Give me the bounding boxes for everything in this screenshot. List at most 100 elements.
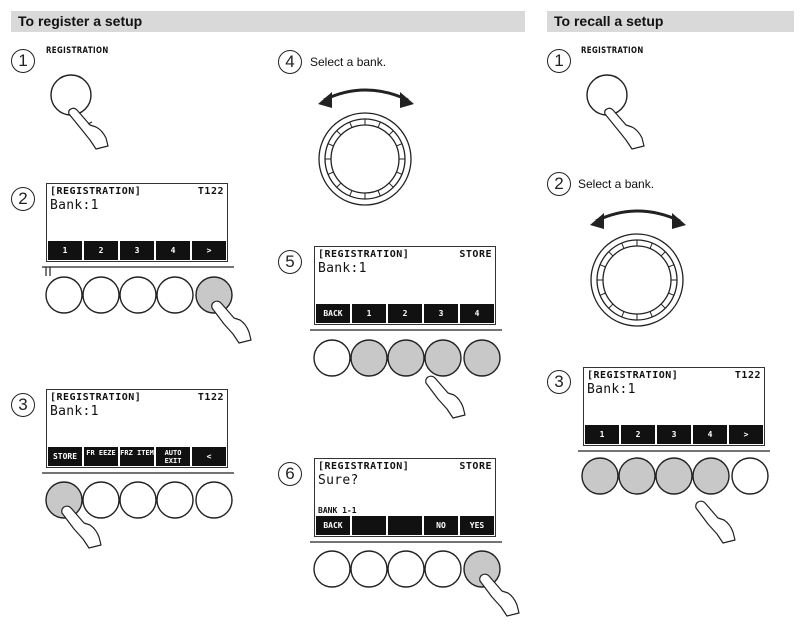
register-step-4-number: 4 — [278, 50, 302, 74]
function-button-1 — [45, 276, 83, 314]
display-title: [REGISTRATION] — [50, 186, 142, 197]
recall-section-title: To recall a setup — [554, 13, 664, 29]
rotate-arrow-icon — [595, 209, 681, 223]
soft-key-1[interactable]: 1 — [585, 425, 619, 444]
soft-key-auto-exit[interactable]: AUTO EXIT — [156, 447, 190, 466]
recall-step-1-number: 1 — [547, 49, 571, 73]
register-step-6-buttons — [310, 541, 520, 617]
recall-registration-button[interactable] — [580, 70, 660, 150]
recall-step-3-buttons — [578, 450, 770, 544]
dial-tick — [621, 242, 625, 249]
dial-tick — [649, 242, 653, 249]
function-button-2 — [350, 550, 388, 588]
display-bank: Bank:1 — [50, 404, 99, 419]
function-button-3-pressed — [655, 457, 693, 495]
function-button-5-pressed — [463, 339, 501, 377]
soft-key-3[interactable]: 3 — [657, 425, 691, 444]
soft-key-no[interactable]: NO — [424, 516, 458, 535]
soft-key-store[interactable]: STORE — [48, 447, 82, 466]
dial-tick — [327, 171, 334, 175]
display-tempo: T122 — [197, 186, 224, 197]
soft-key-5[interactable]: > — [729, 425, 763, 444]
function-button-1-pressed — [45, 481, 83, 519]
finger-icon — [61, 505, 102, 549]
rotate-arrow-left-head — [318, 92, 332, 108]
soft-key-freeze-item[interactable]: FRZ ITEM — [120, 447, 154, 466]
display-mode: STORE — [459, 461, 492, 472]
register-bank-dial[interactable] — [310, 82, 420, 232]
dial-tick — [660, 303, 666, 309]
dial-icon — [590, 233, 684, 327]
finger-icon — [604, 107, 645, 150]
recall-step-3-number: 3 — [547, 370, 571, 394]
display-bank: Bank:1 — [587, 382, 636, 397]
soft-key-bar: 1 2 3 4 > — [48, 241, 226, 260]
soft-key-1[interactable]: 1 — [352, 304, 386, 323]
dial-tick — [377, 190, 381, 197]
register-step-1-number: 1 — [11, 49, 35, 73]
soft-key-4[interactable]: 4 — [156, 241, 190, 260]
display-tempo: T122 — [734, 370, 761, 381]
recall-step-2-number: 2 — [547, 172, 571, 196]
finger-icon — [695, 500, 736, 544]
rotate-arrow-icon — [323, 88, 409, 102]
function-button-2-pressed — [350, 339, 388, 377]
soft-key-back-arrow[interactable]: < — [192, 447, 226, 466]
soft-key-1[interactable]: 1 — [48, 241, 82, 260]
display-confirm: Sure? — [318, 473, 359, 488]
soft-key-back[interactable]: BACK — [316, 304, 350, 323]
function-button-1 — [313, 339, 351, 377]
function-button-2 — [82, 276, 120, 314]
soft-key-blank-3 — [388, 516, 422, 535]
finger-icon — [425, 375, 466, 419]
display-title: [REGISTRATION] — [587, 370, 679, 381]
soft-key-4[interactable]: 4 — [460, 304, 494, 323]
function-button-2 — [82, 481, 120, 519]
dial-tick — [668, 264, 675, 268]
finger-icon — [211, 300, 252, 344]
soft-key-bar: BACK 1 2 3 4 — [316, 304, 494, 323]
function-button-5 — [195, 481, 233, 519]
soft-key-2[interactable]: 2 — [388, 304, 422, 323]
soft-key-bar: STORE FR EEZE FRZ ITEM AUTO EXIT < — [48, 447, 226, 466]
register-step-2-display: [REGISTRATION] T122 Bank:1 1 2 3 4 > — [46, 183, 228, 262]
dial-tick — [621, 311, 625, 318]
rotate-arrow-right-head — [400, 92, 414, 108]
function-button-4 — [156, 276, 194, 314]
dial-tick — [608, 303, 614, 309]
register-step-2-buttons — [42, 266, 252, 344]
soft-key-2[interactable]: 2 — [84, 241, 118, 260]
dial-tick — [327, 143, 334, 147]
dial-tick — [336, 130, 342, 136]
register-registration-button[interactable] — [44, 70, 124, 150]
soft-key-yes[interactable]: YES — [460, 516, 494, 535]
soft-key-back[interactable]: BACK — [316, 516, 350, 535]
register-step-5-number: 5 — [278, 250, 302, 274]
register-step-6-number: 6 — [278, 462, 302, 486]
soft-key-3[interactable]: 3 — [424, 304, 458, 323]
soft-key-4[interactable]: 4 — [693, 425, 727, 444]
rotate-arrow-right-head — [672, 213, 686, 229]
dial-tick — [388, 130, 394, 136]
function-button-4-pressed — [692, 457, 730, 495]
dial-ticks — [597, 240, 677, 320]
register-step-2-number: 2 — [11, 187, 35, 211]
soft-key-3[interactable]: 3 — [120, 241, 154, 260]
dial-tick — [396, 171, 403, 175]
recall-bank-dial[interactable] — [582, 203, 692, 353]
function-button-1-pressed — [581, 457, 619, 495]
dial-tick — [660, 251, 666, 257]
display-bank: Bank:1 — [50, 198, 99, 213]
function-button-3-pressed — [387, 339, 425, 377]
soft-key-freeze[interactable]: FR EEZE — [84, 447, 118, 466]
register-step-3-buttons — [42, 472, 234, 549]
soft-key-5[interactable]: > — [192, 241, 226, 260]
function-button-5-pressed — [195, 276, 233, 314]
register-step-5-display: [REGISTRATION] STORE Bank:1 BACK 1 2 3 4 — [314, 246, 496, 325]
register-section-title: To register a setup — [18, 13, 143, 29]
display-title: [REGISTRATION] — [318, 249, 410, 260]
function-button-3 — [119, 276, 157, 314]
function-buttons — [313, 339, 501, 377]
soft-key-2[interactable]: 2 — [621, 425, 655, 444]
function-button-5 — [731, 457, 769, 495]
